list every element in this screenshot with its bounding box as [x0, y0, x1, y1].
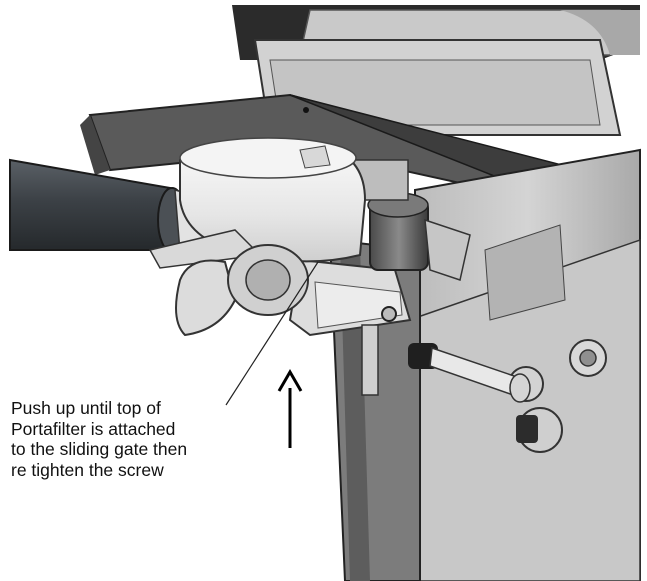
caption-line-2: Portafilter is attached — [11, 418, 176, 439]
sliding-gate — [288, 159, 471, 396]
caption-line-1: Push up until top of — [11, 398, 161, 418]
instruction-caption: Push up until top of Portafilter is atta… — [11, 398, 251, 480]
push-up-arrow — [277, 369, 303, 448]
caption-line-3: to the sliding gate then — [11, 439, 188, 459]
portafilter-basket — [148, 137, 367, 337]
caption-line-4: re tighten the screw — [11, 459, 164, 480]
adjustment-screw — [408, 343, 531, 403]
callout-leader-line — [225, 261, 319, 406]
machine-body — [414, 148, 641, 581]
